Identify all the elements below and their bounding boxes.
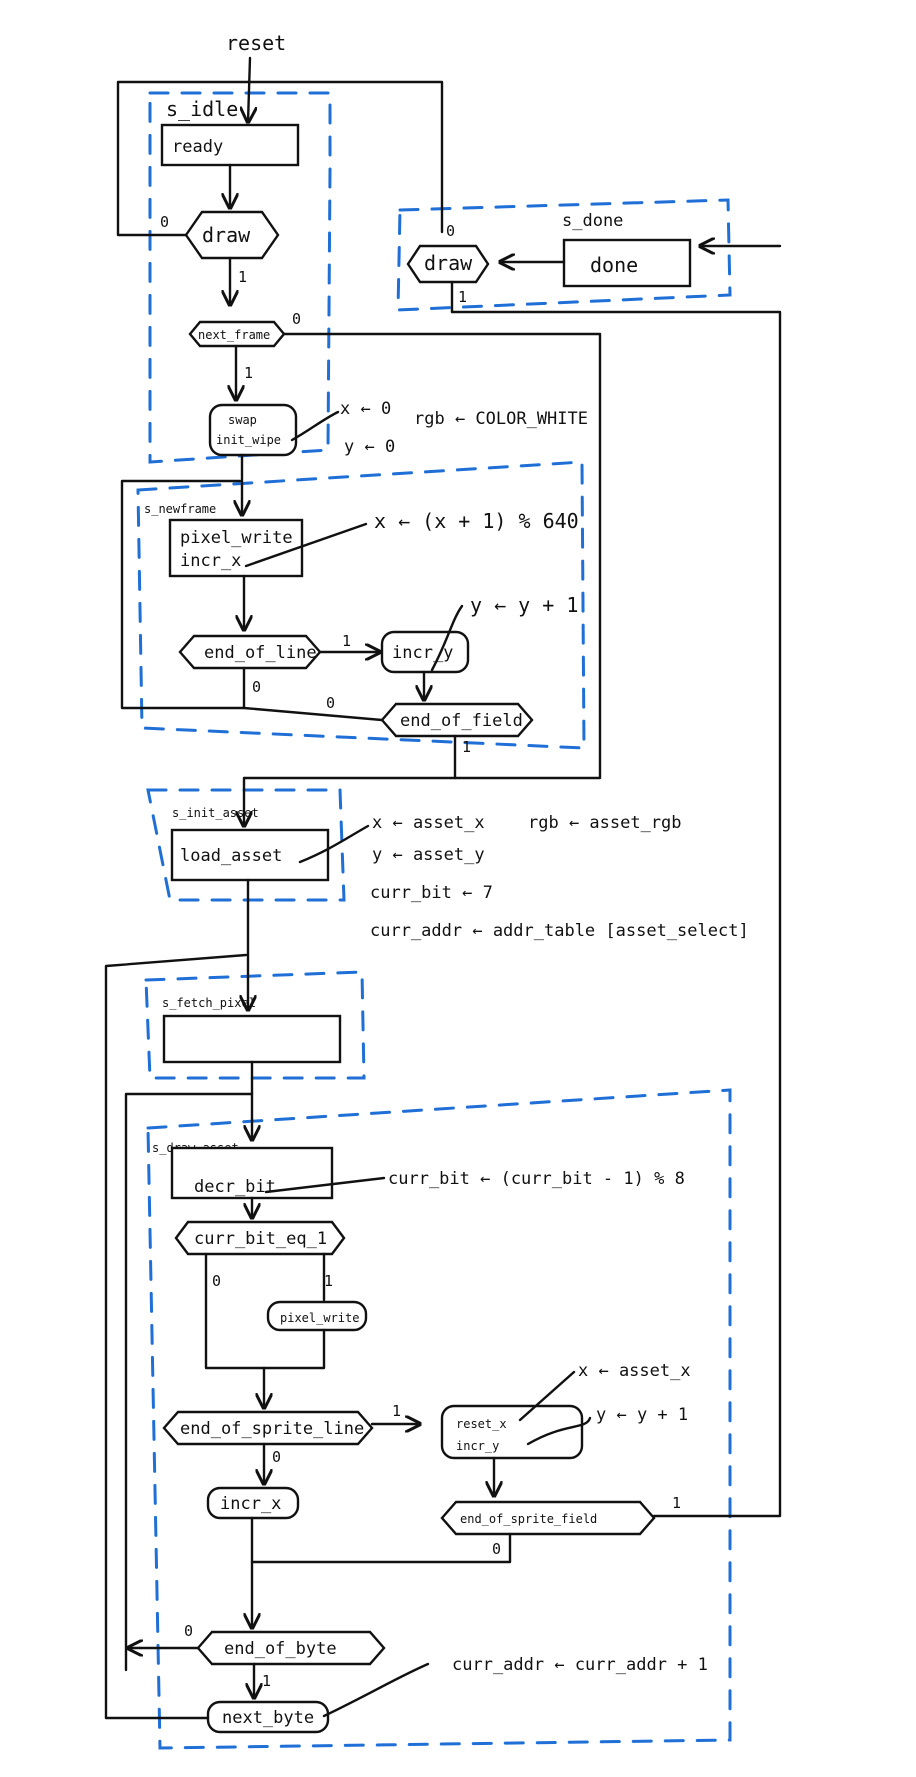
svg-text:load_asset: load_asset: [180, 846, 282, 866]
svg-text:decr_bit: decr_bit: [194, 1177, 276, 1197]
annotation-x-asset-2: x ← asset_x: [578, 1361, 691, 1381]
svg-text:end_of_byte: end_of_byte: [224, 1639, 337, 1659]
box-pixel-write-2: [266, 1300, 368, 1332]
svg-text:1: 1: [238, 268, 247, 286]
annotation-curr-bit-7: curr_bit ← 7: [370, 883, 493, 903]
svg-text:0: 0: [292, 310, 301, 328]
box-done: [562, 238, 692, 288]
state-region-newframe: [136, 460, 586, 750]
svg-text:0: 0: [446, 222, 455, 240]
box-decr-bit: [170, 1146, 334, 1200]
svg-text:0: 0: [492, 1540, 501, 1558]
annotation-curr-addr-table: curr_addr ← addr_table [asset_select]: [370, 921, 749, 941]
svg-text:next_frame: next_frame: [198, 328, 270, 342]
decision-curr-bit-eq-1: [174, 1220, 346, 1256]
svg-text:0: 0: [252, 678, 261, 696]
state-label-newframe: s_newframe: [144, 502, 216, 516]
svg-text:0: 0: [212, 1272, 221, 1290]
annotation-x-wrap: x ← (x + 1) % 640: [374, 509, 579, 533]
annotation-rgb-asset: rgb ← asset_rgb: [528, 813, 682, 833]
svg-text:curr_bit_eq_1: curr_bit_eq_1: [194, 1229, 327, 1249]
box-pixel-write-incr-x: [168, 518, 304, 578]
state-region-draw-asset: [146, 1088, 732, 1750]
svg-text:1: 1: [392, 1402, 401, 1420]
svg-text:1: 1: [672, 1494, 681, 1512]
annotation-y-incr-2: y ← y + 1: [596, 1405, 688, 1425]
svg-text:end_of_sprite_line: end_of_sprite_line: [180, 1419, 364, 1439]
svg-text:end_of_line: end_of_line: [204, 643, 317, 663]
svg-text:1: 1: [324, 1272, 333, 1290]
svg-text:incr_x: incr_x: [220, 1494, 281, 1514]
annotation-curr-addr-incr: curr_addr ← curr_addr + 1: [452, 1655, 708, 1675]
svg-text:incr_y: incr_y: [456, 1439, 499, 1453]
svg-text:0: 0: [326, 694, 335, 712]
decision-draw-idle: [184, 210, 280, 260]
decision-draw-done: [406, 244, 490, 284]
svg-text:next_byte: next_byte: [222, 1708, 314, 1728]
svg-text:1: 1: [458, 288, 467, 306]
svg-text:incr_x: incr_x: [180, 551, 241, 571]
svg-text:ready: ready: [172, 137, 223, 157]
svg-text:0: 0: [184, 1622, 193, 1640]
state-region-done: [396, 198, 732, 312]
reset-label: reset: [226, 31, 286, 55]
box-swap-init-wipe: [208, 403, 298, 457]
annotation-y-asset: y ← asset_y: [372, 845, 485, 865]
decision-end-of-byte: [196, 1630, 386, 1666]
state-region-idle: [148, 91, 332, 464]
svg-text:done: done: [590, 253, 638, 277]
svg-text:reset_x: reset_x: [456, 1417, 507, 1431]
annotation-y-zero: y ← 0: [344, 437, 395, 457]
state-region-init-asset: [146, 788, 346, 902]
svg-text:0: 0: [160, 213, 169, 231]
decision-end-of-field: [380, 702, 534, 738]
annotation-y-incr: y ← y + 1: [470, 593, 578, 617]
annotation-curr-bit-decr: curr_bit ← (curr_bit - 1) % 8: [388, 1169, 685, 1189]
svg-text:0: 0: [272, 1448, 281, 1466]
state-label-done: s_done: [562, 211, 623, 231]
state-label-idle: s_idle: [166, 97, 238, 121]
box-reset-x-incr-y: [440, 1404, 584, 1460]
svg-text:draw: draw: [202, 223, 251, 247]
annotation-x-asset: x ← asset_x: [372, 813, 485, 833]
svg-text:1: 1: [462, 738, 471, 756]
state-label-init-asset: s_init_asset: [172, 806, 259, 820]
decision-end-of-sprite-line: [162, 1410, 374, 1446]
box-load-asset: [170, 828, 330, 882]
decision-end-of-sprite-field: [440, 1500, 656, 1536]
annotation-rgb-white: rgb ← COLOR_WHITE: [414, 409, 588, 429]
svg-text:1: 1: [244, 364, 253, 382]
state-label-fetch-pixel: s_fetch_pixel: [162, 996, 256, 1010]
svg-text:end_of_sprite_field: end_of_sprite_field: [460, 1512, 597, 1526]
svg-text:pixel_write: pixel_write: [280, 1311, 359, 1325]
box-fetch-pixel: [162, 1014, 342, 1064]
svg-text:init_wipe: init_wipe: [216, 433, 281, 447]
state-region-fetch-pixel: [144, 970, 366, 1080]
svg-text:1: 1: [262, 1672, 271, 1690]
svg-text:swap: swap: [228, 413, 257, 427]
svg-text:draw: draw: [424, 251, 473, 275]
svg-text:1: 1: [342, 632, 351, 650]
svg-text:end_of_field: end_of_field: [400, 711, 523, 731]
svg-text:pixel_write: pixel_write: [180, 528, 293, 548]
annotation-x-zero: x ← 0: [340, 399, 391, 419]
